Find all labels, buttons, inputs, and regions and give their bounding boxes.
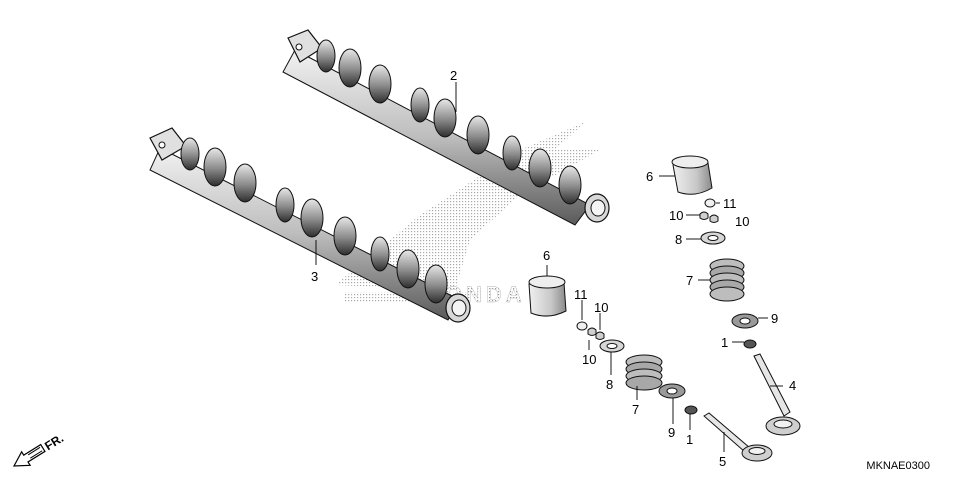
valve-lifter-bucket-upper [671,155,713,195]
spring-retainer-upper [700,231,726,245]
diagram-code: MKNAE0300 [866,460,930,472]
callout-1: 1 [686,432,693,447]
valve-intake [703,412,773,462]
callout-10: 10 [582,352,596,367]
cam-lobes [180,137,448,304]
shim-upper [704,198,716,208]
cam-lobes [316,39,582,205]
cotter-pair-lower [587,327,605,340]
callout-8: 8 [606,377,613,392]
callout-2: 2 [450,68,457,83]
callout-9: 9 [668,425,675,440]
valve-spring-upper [709,258,745,302]
shim-lower [576,321,588,331]
callout-11: 11 [574,287,588,302]
valve-exhaust [753,353,801,436]
callout-7: 7 [632,402,639,417]
callout-9: 9 [771,311,778,326]
callouts: 2 3 6 11 10 10 8 7 9 1 6 11 10 10 8 7 9 … [311,68,796,469]
callout-10: 10 [735,214,749,229]
callout-4: 4 [789,378,796,393]
leader-lines [315,82,783,452]
callout-10: 10 [669,208,683,223]
front-direction-arrow-icon: FR. [12,431,66,467]
callout-11: 11 [723,196,737,211]
valve-lifter-bucket-lower [528,275,567,317]
callout-1: 1 [721,335,728,350]
camshaft-exhaust [282,29,610,226]
cotter-pair-upper [699,211,719,223]
front-label: FR. [42,431,66,453]
camshaft-intake [149,127,471,323]
spring-seat-upper [731,313,759,329]
callout-7: 7 [686,273,693,288]
callout-10: 10 [594,300,608,315]
valve-spring-lower [625,354,663,391]
stem-seal-upper [743,339,757,349]
callout-8: 8 [675,232,682,247]
callout-3: 3 [311,269,318,284]
spring-seat-lower [658,383,686,399]
callout-6: 6 [543,248,550,263]
callout-6: 6 [646,169,653,184]
stem-seal-lower [684,405,698,415]
spring-retainer-lower [599,339,625,353]
callout-5: 5 [719,454,726,469]
